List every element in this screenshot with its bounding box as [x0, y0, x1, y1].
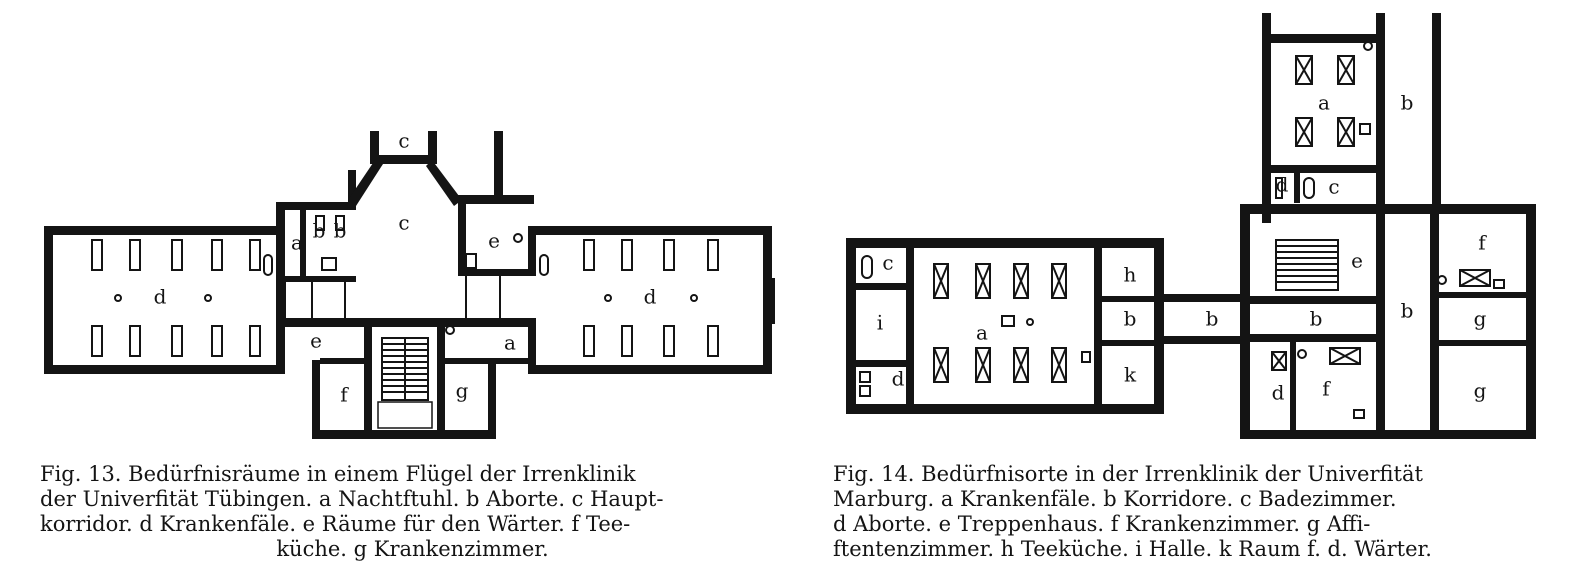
fig13-label-b: b — [313, 219, 326, 243]
fig13-label-g: g — [456, 379, 469, 403]
fig14-label-d-left: d — [892, 367, 905, 391]
fig14-label-b-top: b — [1401, 91, 1414, 115]
fig13-label-e-top: e — [488, 229, 500, 253]
fig14-caption-line-3: d Aborte. e Treppenhaus. f Krankenzimmer… — [833, 512, 1371, 536]
fig13-label-d-left: d — [154, 285, 167, 309]
fig13-label-c-main: c — [398, 211, 409, 235]
fig14-label-h: h — [1124, 263, 1137, 287]
fig13-caption-line-4: küche. g Krankenzimmer. — [276, 537, 549, 561]
fig14-caption-line-1: Fig. 14. Bedürfnisorte in der Irrenklini… — [833, 462, 1423, 486]
fig14-label-c-top: c — [1328, 175, 1339, 199]
fig13-beds-right — [315, 215, 719, 357]
fig14-caption-line-4: ftentenzimmer. h Teeküche. i Halle. k Ra… — [833, 537, 1432, 561]
fig14-caption: Fig. 14. Bedürfnisorte in der Irrenklini… — [833, 462, 1548, 562]
fig14-label-d-top: d — [1276, 173, 1289, 197]
fig14-label-g2: g — [1474, 379, 1487, 403]
fig14-beds — [859, 41, 1505, 419]
fig13-caption-line-2: der Univerfität Tübingen. a Nachtftuhl. … — [40, 487, 664, 511]
fig13-label-f: f — [340, 383, 349, 407]
fig13-stairs — [377, 337, 433, 429]
fig14-plan: a b d c e f g g b b b f d c i d a h b k — [846, 13, 1536, 439]
fig13-beds-left — [91, 239, 273, 357]
fig13-label-c-top: c — [398, 129, 409, 153]
fig13-label-d-right: d — [644, 285, 657, 309]
fig13-label-b2: b — [334, 219, 347, 243]
fig14-label-f-bottom: f — [1322, 377, 1331, 401]
fig14-label-f-right: f — [1478, 231, 1487, 255]
fig14-label-d-bottom-right: d — [1272, 381, 1285, 405]
fig14-label-i: i — [877, 311, 883, 335]
fig14-label-g1: g — [1474, 307, 1487, 331]
fig13-label-a-right: a — [504, 331, 516, 355]
fig13-label-a-left: a — [291, 231, 303, 255]
fig14-label-k: k — [1124, 363, 1137, 387]
fig14-caption-line-2: Marburg. a Krankenfäle. b Korridore. c B… — [833, 487, 1397, 511]
fig14-label-a-top: a — [1318, 91, 1330, 115]
fig14-label-b-small: b — [1124, 307, 1137, 331]
fig14-label-a-main: a — [976, 321, 988, 345]
fig14-label-b-link: b — [1206, 307, 1219, 331]
fig13-plan: c c a b b e d d e a f g — [44, 129, 775, 439]
fig13-caption: Fig. 13. Bedürfnisräume in einem Flügel … — [40, 462, 785, 562]
fig13-label-e-bottom: e — [310, 329, 322, 353]
fig14-label-b-vertical: b — [1401, 299, 1414, 323]
fig14-label-e: e — [1351, 249, 1363, 273]
fig14-stairs — [1275, 239, 1339, 291]
fig13-caption-line-1: Fig. 13. Bedürfnisräume in einem Flügel … — [40, 462, 636, 486]
fig14-label-c-left: c — [882, 251, 893, 275]
fig13-caption-line-3: korridor. d Krankenfäle. e Räume für den… — [40, 512, 631, 536]
fig14-label-b-mid: b — [1310, 307, 1323, 331]
